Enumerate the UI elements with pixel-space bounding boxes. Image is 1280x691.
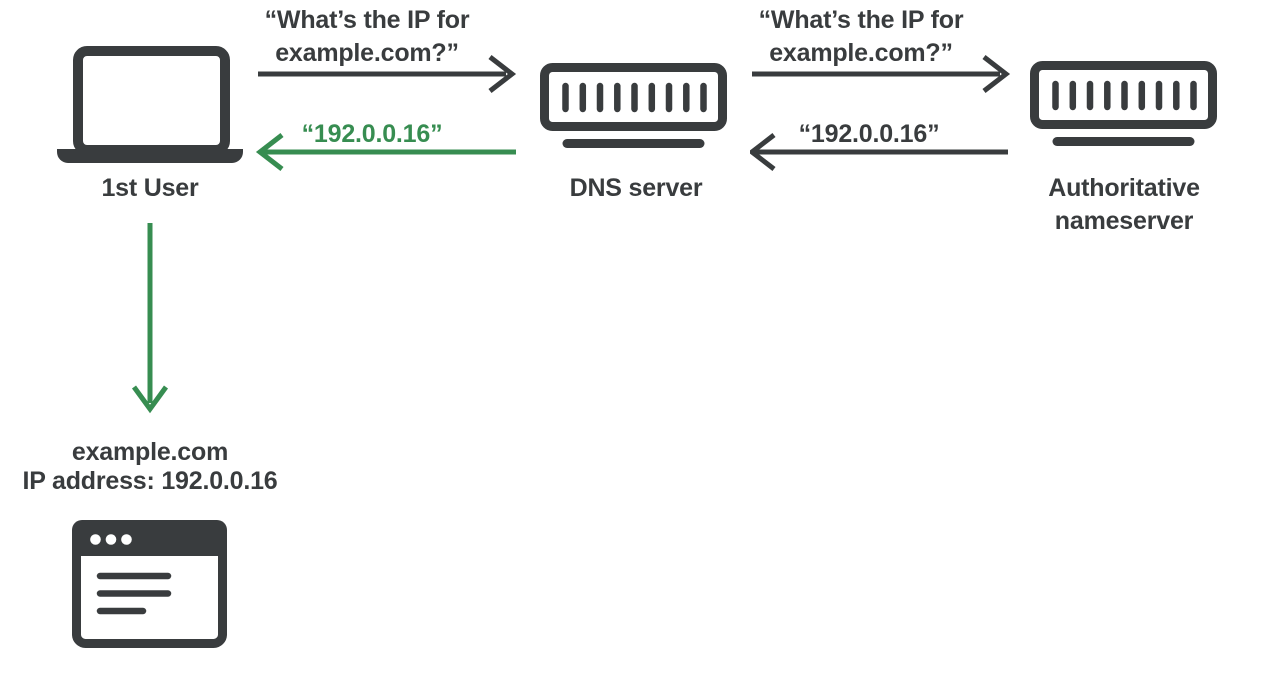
nameserver-icon bbox=[1030, 61, 1217, 146]
arrow-head bbox=[255, 133, 284, 171]
laptop-screen bbox=[73, 46, 230, 155]
nameserver-label-line-1: Authoritative bbox=[1048, 174, 1200, 202]
resolved-ip-line: IP address: 192.0.0.16 bbox=[22, 467, 278, 495]
browser-window-icon bbox=[72, 520, 227, 648]
laptop-base bbox=[57, 149, 243, 163]
browser-titlebar bbox=[72, 520, 227, 556]
query-line-1: “What’s the IP for bbox=[758, 6, 964, 34]
query-dns-to-auth-text: “What’s the IP for example.com?” bbox=[759, 4, 964, 70]
resolved-domain-text: example.com IP address: 192.0.0.16 bbox=[22, 438, 277, 496]
browser-titlebar-dots bbox=[90, 534, 132, 545]
user-label: 1st User bbox=[101, 174, 199, 202]
response-arrow-dns-to-user bbox=[255, 133, 516, 171]
query-user-to-dns-text: “What’s the IP for example.com?” bbox=[265, 4, 470, 70]
resolved-domain-line: example.com bbox=[71, 438, 229, 466]
dns-server-label: DNS server bbox=[569, 174, 703, 202]
query-line-1: “What’s the IP for bbox=[264, 6, 470, 34]
query-arrow-user-to-dns bbox=[258, 55, 517, 93]
resolution-arrow bbox=[131, 223, 169, 414]
browser-text-lines bbox=[96, 572, 172, 615]
dns-server-icon bbox=[540, 63, 727, 148]
query-line-2: example.com?” bbox=[769, 39, 953, 67]
server-vent-slots bbox=[1052, 80, 1197, 111]
query-arrow-dns-to-auth bbox=[752, 55, 1011, 93]
nameserver-label-line-2: nameserver bbox=[1054, 207, 1194, 235]
response-dns-to-user-text: “192.0.0.16” bbox=[301, 120, 443, 148]
arrow-head bbox=[131, 385, 169, 414]
server-vent-slots bbox=[562, 82, 707, 113]
arrow-head bbox=[488, 55, 517, 93]
query-line-2: example.com?” bbox=[275, 39, 459, 67]
nameserver-label: Authoritative nameserver bbox=[1048, 172, 1200, 238]
response-arrow-auth-to-dns bbox=[750, 133, 1008, 171]
arrow-head bbox=[982, 55, 1011, 93]
arrow-head bbox=[750, 133, 776, 171]
laptop-icon bbox=[57, 46, 243, 163]
response-auth-to-dns-text: “192.0.0.16” bbox=[798, 120, 940, 148]
